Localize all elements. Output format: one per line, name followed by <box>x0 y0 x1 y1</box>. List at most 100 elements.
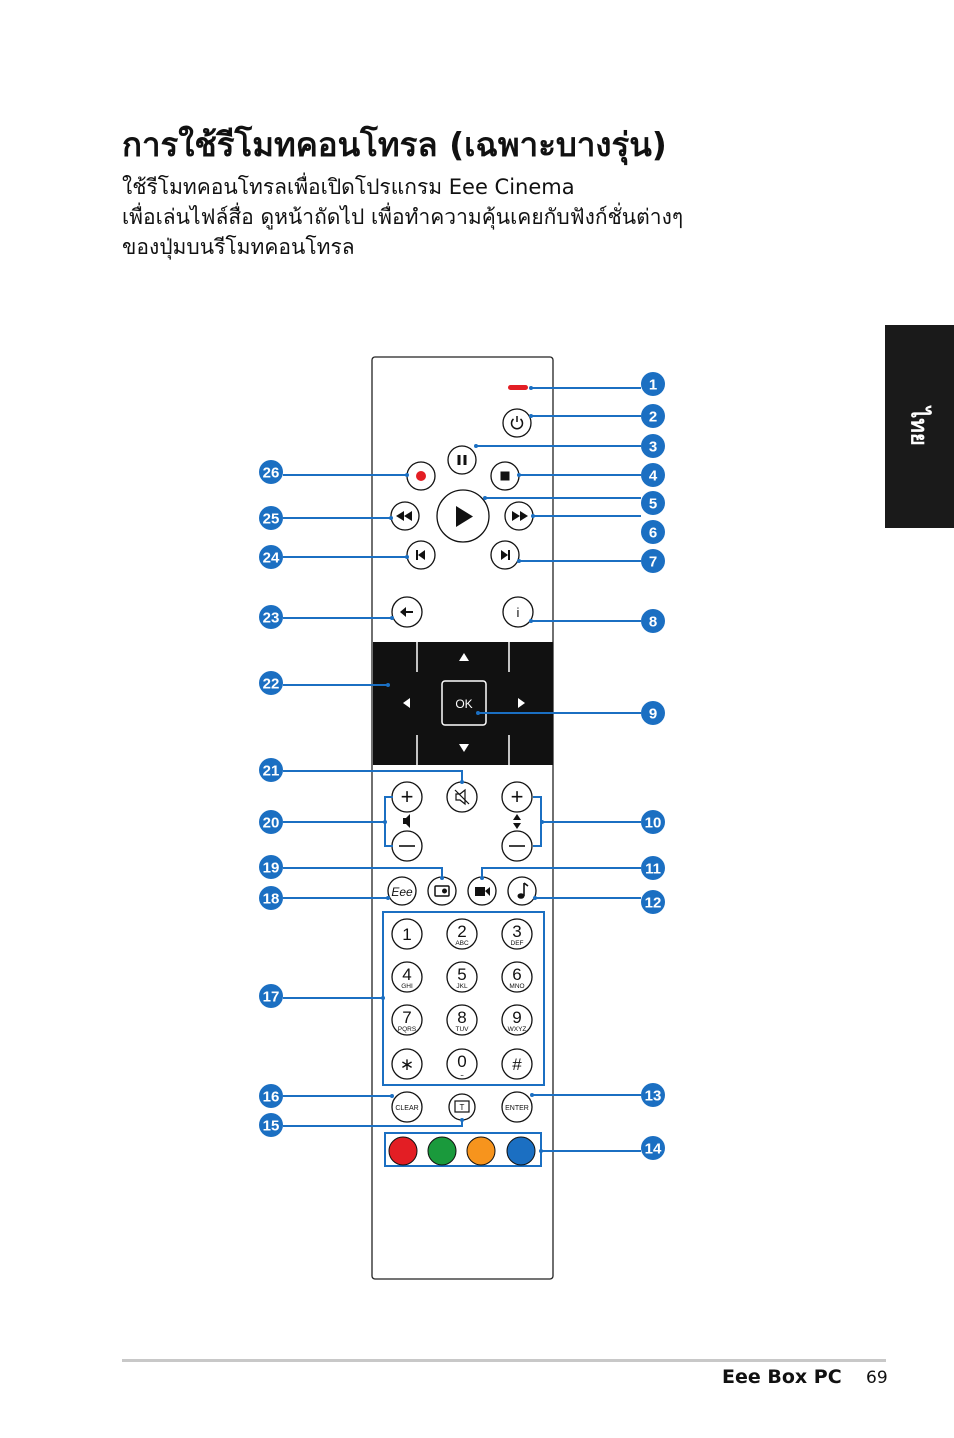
keypad-digit: 2 <box>457 922 466 941</box>
plus-icon: + <box>511 784 524 809</box>
rewind-icon <box>404 511 412 521</box>
callout-badge <box>641 463 665 487</box>
enter-button-label: ENTER <box>505 1105 529 1112</box>
footer-page-number: 69 <box>866 1368 888 1388</box>
nav-right-arrow-icon <box>518 698 525 708</box>
callout-leader-dot <box>483 496 487 500</box>
callout-number: 7 <box>649 554 657 571</box>
radio-icon <box>442 888 447 894</box>
callout-badge <box>641 1083 665 1107</box>
callout-leader-dot <box>480 876 484 880</box>
color-button <box>388 1136 418 1166</box>
callout-badge <box>259 671 283 695</box>
callout-number: 6 <box>649 525 657 542</box>
callout-number: 4 <box>649 468 658 485</box>
keypad-letters: ⎵ <box>461 1070 464 1077</box>
callout-number: 3 <box>649 439 657 456</box>
keypad-letters: PQRS <box>398 1026 417 1033</box>
ok-button-label: OK <box>455 697 472 711</box>
callout-number: 5 <box>649 496 657 513</box>
keypad-button <box>391 1048 423 1080</box>
callout-number: 15 <box>263 1118 280 1135</box>
keypad-digit: # <box>512 1055 522 1074</box>
callout-number: 8 <box>649 614 657 631</box>
footer-product-name: Eee Box PC <box>722 1366 842 1388</box>
intro-paragraph: ใช้รีโมทคอนโทรลเพื่อเปิดโปรแกรม Eee Cine… <box>122 172 683 262</box>
teletext-icon <box>454 1100 470 1113</box>
teletext-icon: T <box>460 1103 465 1112</box>
video-camera-icon <box>475 887 485 896</box>
keypad-button <box>446 918 478 950</box>
callout-leader-dot <box>533 896 537 900</box>
keypad-button <box>391 918 423 950</box>
video-camera-icon <box>485 887 490 896</box>
clear-button <box>391 1091 423 1123</box>
callout-leader-dot <box>529 414 533 418</box>
callout-leader-dot <box>440 876 444 880</box>
radio-icon <box>434 885 450 897</box>
keypad-digit: 1 <box>402 925 411 944</box>
callout-number: 13 <box>645 1088 662 1105</box>
callout-number: 16 <box>263 1089 280 1106</box>
callout-leader-dot <box>474 444 478 448</box>
callout-badge <box>259 758 283 782</box>
keypad-letters: GHI <box>401 983 413 990</box>
mute-slash-icon <box>454 789 470 805</box>
callout-leader-line <box>283 770 463 782</box>
keypad-digit: 4 <box>402 965 411 984</box>
play-icon <box>456 506 473 527</box>
callout-badge <box>259 460 283 484</box>
callout-leader-dot <box>383 820 387 824</box>
callout-badge <box>259 506 283 530</box>
callout-leader-dot <box>460 780 464 784</box>
keypad-letters: TUV <box>456 1026 470 1033</box>
keypad-button <box>501 918 533 950</box>
keypad-digit: 9 <box>512 1008 521 1027</box>
callout-number: 23 <box>263 610 280 627</box>
keypad-digit: 5 <box>457 965 466 984</box>
callout-badge <box>259 984 283 1008</box>
keypad-button <box>391 961 423 993</box>
callout-leader-dot <box>390 1094 394 1098</box>
nav-left-arrow-icon <box>403 698 410 708</box>
keypad-button <box>501 961 533 993</box>
callout-badge <box>641 1136 665 1160</box>
keypad-letters: MNO <box>509 983 524 990</box>
footer-rule <box>122 1359 886 1362</box>
callout-badge <box>641 701 665 725</box>
next-icon <box>508 550 510 560</box>
callout-number: 25 <box>263 511 280 528</box>
callout-badge <box>259 605 283 629</box>
callout-number: 9 <box>649 706 657 723</box>
keypad-button <box>391 1004 423 1036</box>
intro-line: เพื่อเล่นไฟล์สื่อ ดูหน้าถัดไป เพื่อทำควา… <box>122 205 684 229</box>
callout-badge <box>641 609 665 633</box>
callout-badge <box>641 810 665 834</box>
keypad-digit: 7 <box>402 1008 411 1027</box>
callout-badge <box>259 1084 283 1108</box>
music-note-icon <box>523 882 529 887</box>
eee-button <box>387 876 417 906</box>
eee-logo-icon: Eee <box>391 885 413 899</box>
keypad-digit: 6 <box>512 965 521 984</box>
callout-leader-dot <box>530 1093 534 1097</box>
power-button <box>502 408 532 438</box>
callout-badge <box>641 549 665 573</box>
callout-badge <box>259 545 283 569</box>
fast-forward-icon <box>512 511 520 521</box>
color-button <box>427 1136 457 1166</box>
callout-number: 10 <box>645 815 662 832</box>
callout-number: 1 <box>649 377 657 394</box>
channel-up-button <box>501 781 533 813</box>
channel-down-arrow-icon <box>513 823 521 829</box>
callout-leader-dot <box>517 473 521 477</box>
callout-leader-dot <box>460 1118 464 1122</box>
callout-leader-dot <box>381 996 385 1000</box>
remote-body <box>371 356 554 1280</box>
keypad-letters: DEF <box>511 940 524 947</box>
callout-number: 12 <box>645 895 662 912</box>
color-button <box>506 1136 536 1166</box>
callout-number: 26 <box>263 465 280 482</box>
callout-number: 11 <box>645 861 661 878</box>
keypad-digit: ∗ <box>400 1055 414 1074</box>
